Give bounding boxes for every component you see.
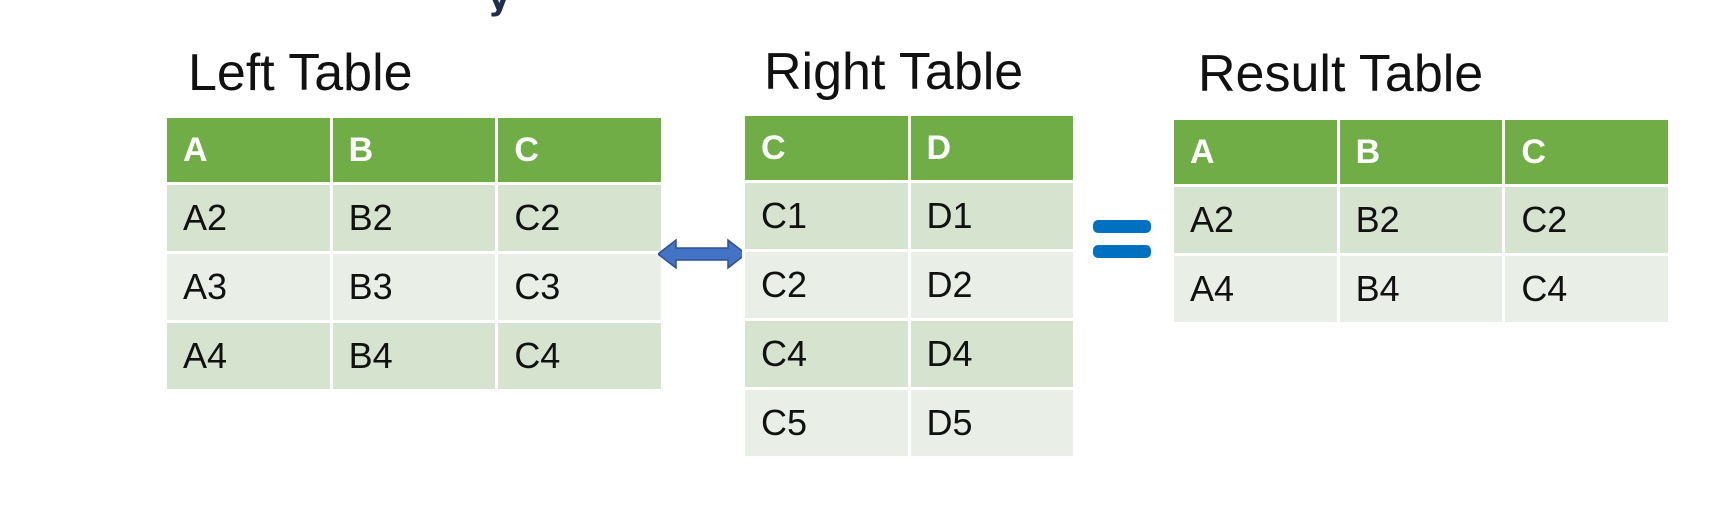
table-cell: B4: [329, 320, 499, 392]
table-row: A4 B4 C4: [164, 320, 664, 392]
double-headed-arrow-icon: [658, 238, 746, 270]
cropped-heading-fragment: y: [488, 0, 510, 18]
table-cell: D5: [907, 387, 1076, 459]
right-table-title: Right Table: [764, 43, 1024, 101]
left-table: A B C A2 B2 C2 A3 B3 C3 A4 B4 C4: [164, 115, 664, 392]
table-cell: C2: [1502, 184, 1671, 256]
table-cell: C4: [1502, 253, 1671, 325]
table-cell: D4: [907, 318, 1076, 390]
table-cell: C4: [495, 320, 664, 392]
table-row: A4 B4 C4: [1171, 253, 1671, 325]
table-cell: B3: [329, 251, 499, 323]
result-table-title: Result Table: [1198, 45, 1484, 103]
table-row: C4 D4: [742, 318, 1076, 390]
left-table-header-a: A: [164, 115, 333, 185]
result-table-header-row: A B C: [1171, 117, 1671, 187]
table-cell: B4: [1336, 253, 1506, 325]
table-cell: C4: [742, 318, 911, 390]
table-cell: C3: [495, 251, 664, 323]
table-cell: B2: [1336, 184, 1506, 256]
right-table: C D C1 D1 C2 D2 C4 D4 C5 D5: [742, 113, 1076, 459]
table-row: A2 B2 C2: [1171, 184, 1671, 256]
result-table-header-a: A: [1171, 117, 1340, 187]
right-table-header-d: D: [907, 113, 1076, 183]
right-table-header-c: C: [742, 113, 911, 183]
table-row: C1 D1: [742, 180, 1076, 252]
table-cell: A3: [164, 251, 333, 323]
left-table-title: Left Table: [188, 44, 413, 102]
table-row: A3 B3 C3: [164, 251, 664, 323]
table-cell: C5: [742, 387, 911, 459]
table-cell: A2: [164, 182, 333, 254]
left-table-header-row: A B C: [164, 115, 664, 185]
equals-bottom-bar: [1093, 245, 1151, 258]
table-cell: D2: [907, 249, 1076, 321]
result-table-header-c: C: [1502, 117, 1671, 187]
equals-sign-icon: [1093, 216, 1151, 262]
right-table-header-row: C D: [742, 113, 1076, 183]
table-cell: C2: [495, 182, 664, 254]
table-cell: A2: [1171, 184, 1340, 256]
result-table-header-b: B: [1336, 117, 1506, 187]
equals-top-bar: [1093, 220, 1151, 233]
table-cell: D1: [907, 180, 1076, 252]
table-cell: A4: [164, 320, 333, 392]
table-row: C5 D5: [742, 387, 1076, 459]
result-table: A B C A2 B2 C2 A4 B4 C4: [1171, 117, 1671, 325]
table-cell: C1: [742, 180, 911, 252]
left-table-header-b: B: [329, 115, 499, 185]
table-cell: C2: [742, 249, 911, 321]
table-row: C2 D2: [742, 249, 1076, 321]
table-row: A2 B2 C2: [164, 182, 664, 254]
table-cell: A4: [1171, 253, 1340, 325]
left-table-header-c: C: [495, 115, 664, 185]
table-cell: B2: [329, 182, 499, 254]
